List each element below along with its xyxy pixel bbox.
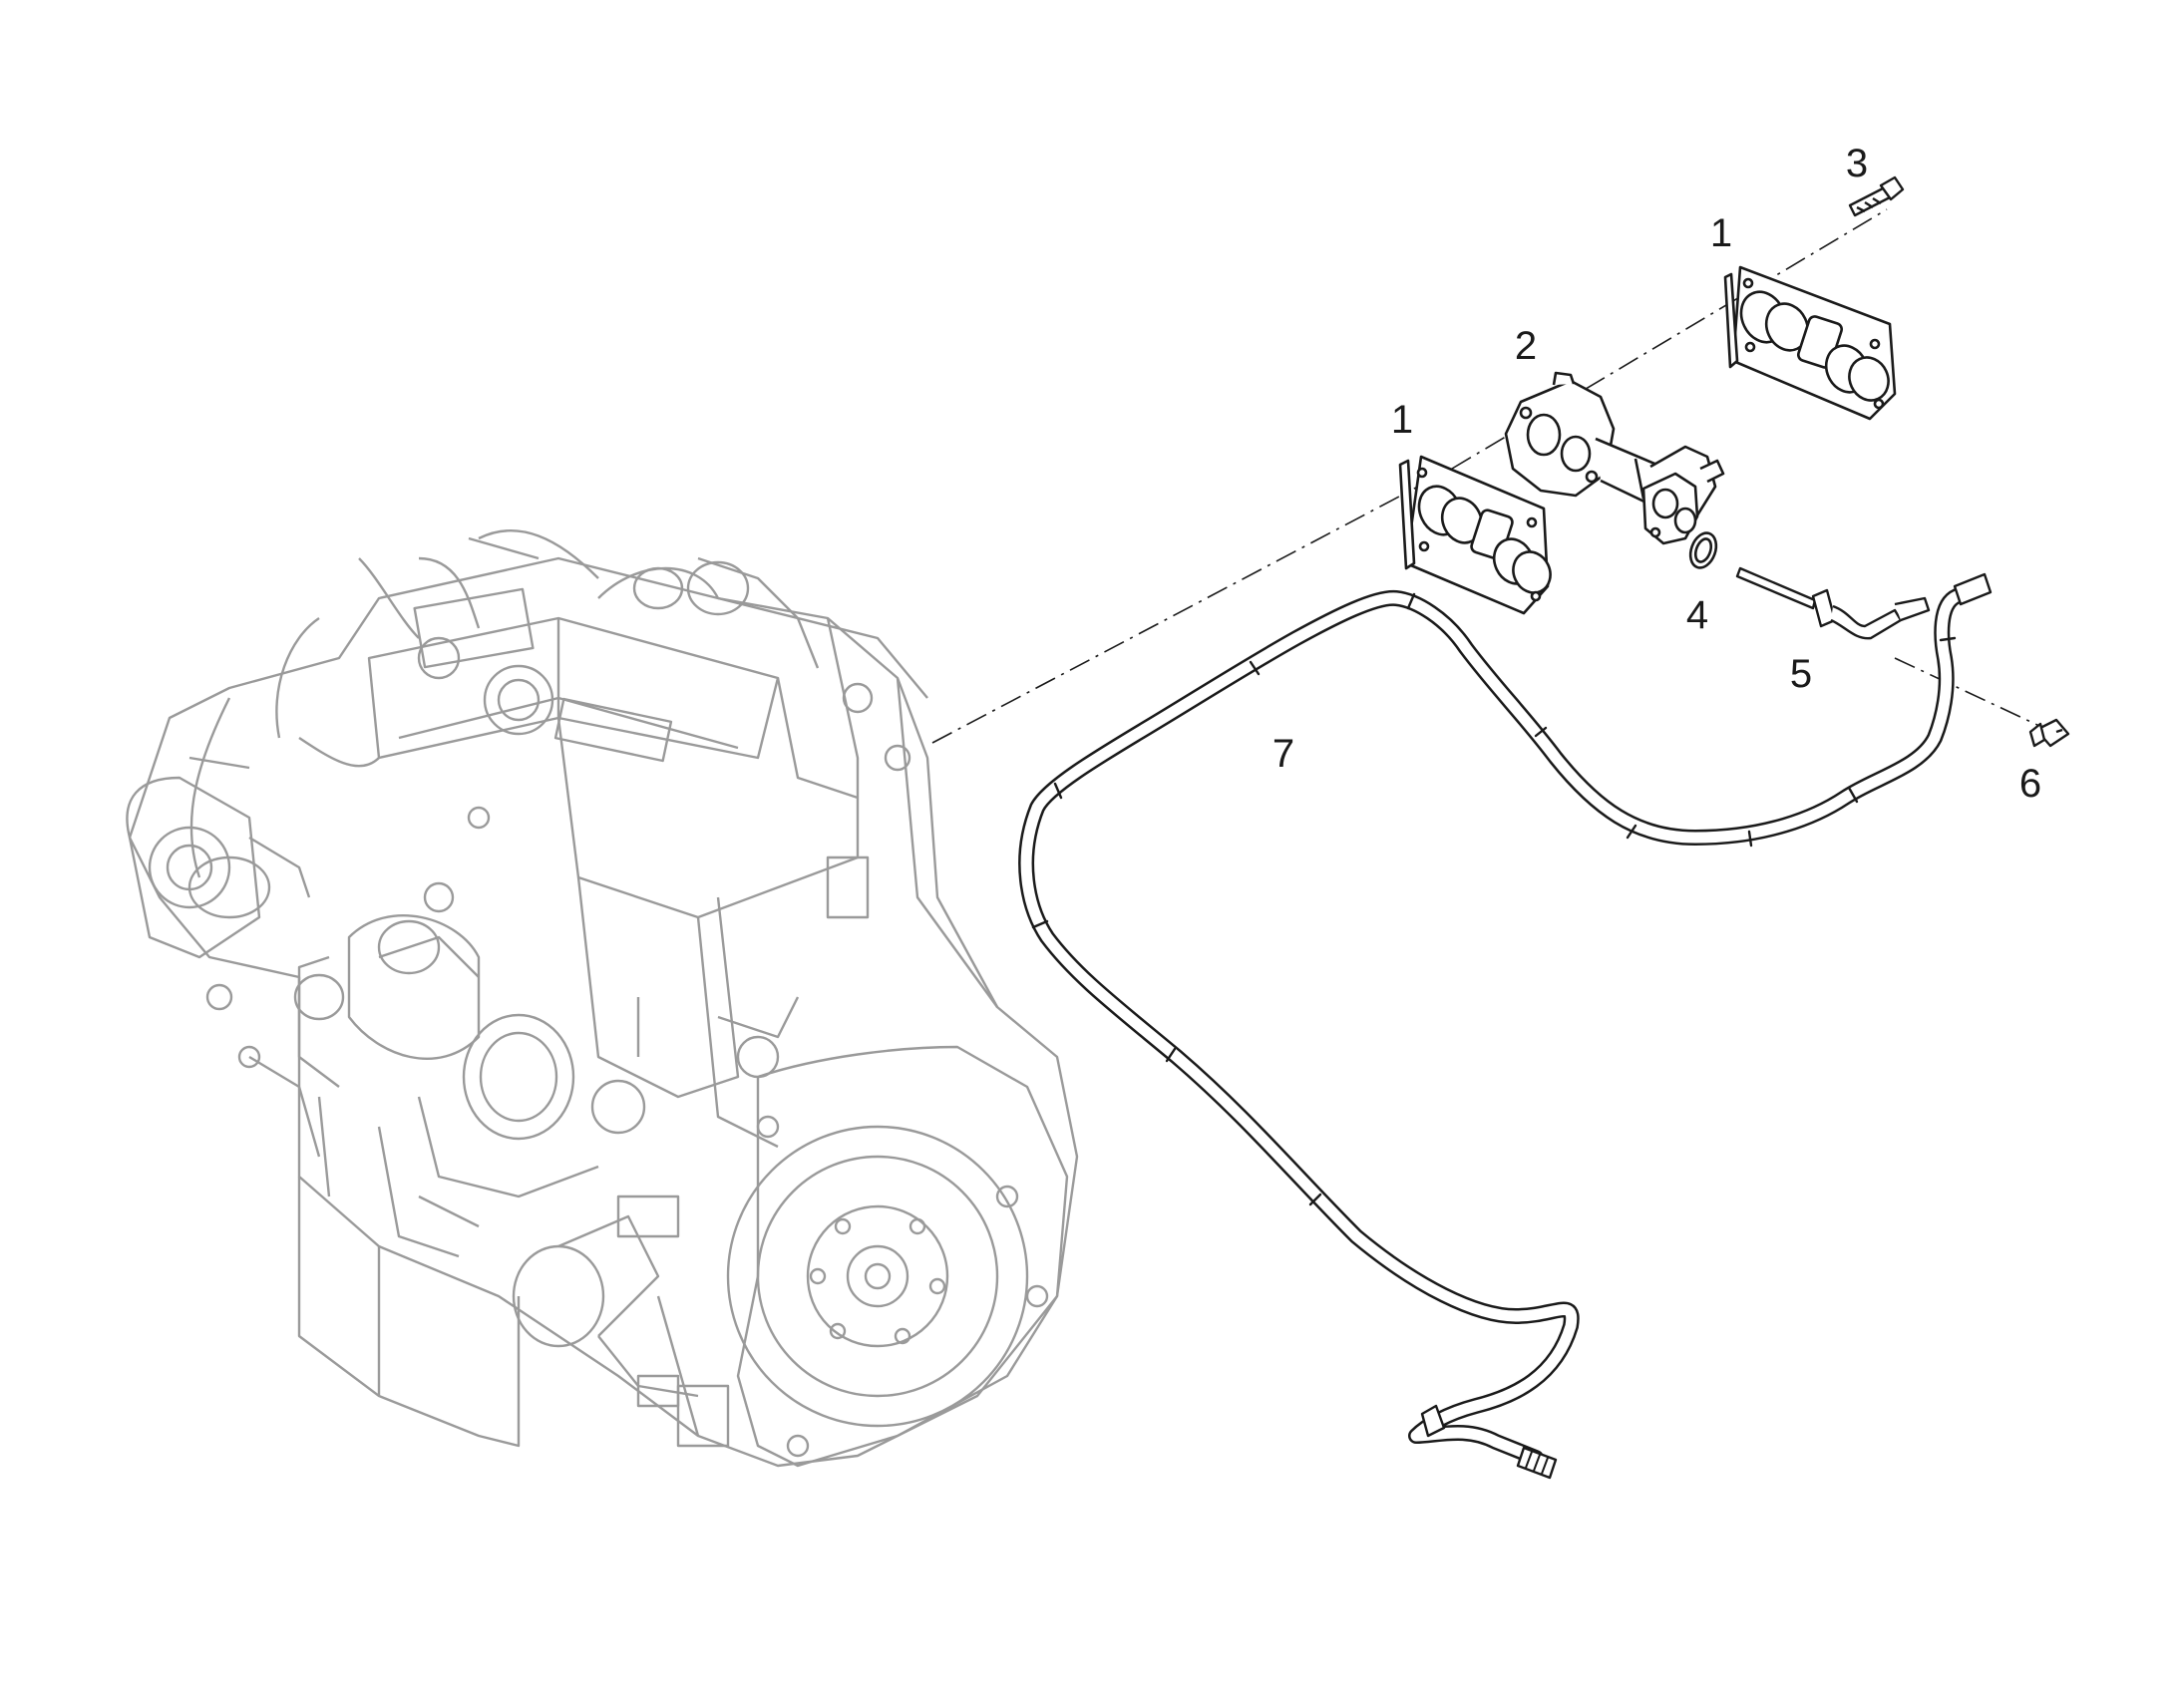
callout-tube: 5 (1789, 652, 1813, 696)
gasket-right (1723, 265, 1897, 421)
callout-hose: 7 (1272, 732, 1295, 776)
o-ring (1688, 531, 1718, 569)
thermostat-housing (1504, 371, 1725, 545)
alignment-lines (931, 208, 2055, 744)
callout-screw: 6 (2018, 762, 2042, 806)
callout-o-ring: 4 (1685, 593, 1709, 637)
screw (2028, 718, 2070, 748)
coolant-hose (1018, 572, 1993, 1480)
callout-housing: 2 (1514, 324, 1538, 368)
gasket-left (1398, 455, 1552, 615)
bolt (1848, 175, 1905, 217)
sensor-tube (1735, 566, 1931, 640)
callout-gasket-right: 1 (1709, 211, 1733, 255)
callout-gasket-left: 1 (1390, 398, 1414, 442)
engine-assembly (126, 529, 1079, 1468)
callout-bolt: 3 (1845, 142, 1869, 185)
